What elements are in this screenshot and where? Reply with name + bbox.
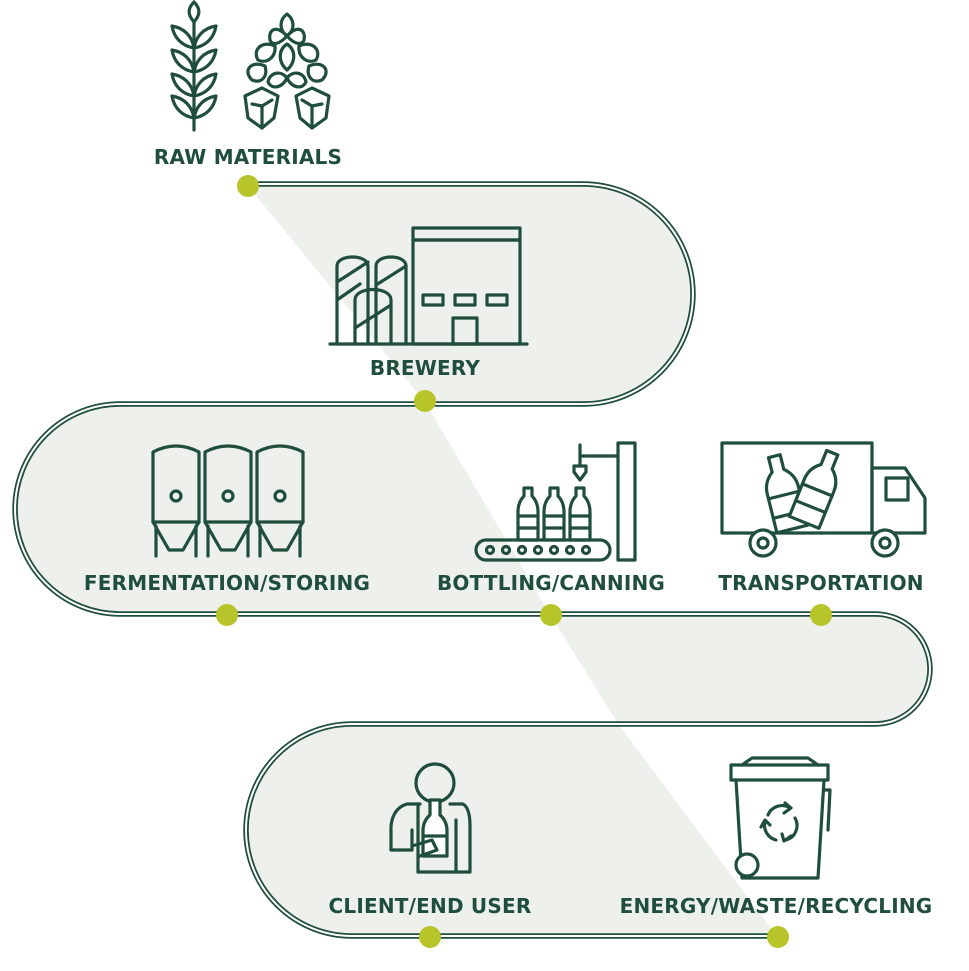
wheat-and-hops-icon <box>170 0 331 132</box>
person-with-bottle-icon <box>389 762 472 874</box>
shade-band-4 <box>244 722 778 938</box>
brewery-building-icon <box>328 226 529 346</box>
tank-1 <box>151 444 201 558</box>
label-client-end-user: CLIENT/END USER <box>329 894 532 918</box>
process-track <box>12 181 933 939</box>
stage-dot-transportation <box>810 604 832 626</box>
stage-labels: RAW MATERIALS BREWERY FERMENTATION/STORI… <box>84 145 933 918</box>
stage-dot-bottling-canning <box>540 604 562 626</box>
shade-band-3 <box>551 616 928 722</box>
bottling-line-icon <box>474 441 637 562</box>
tank-2 <box>203 444 253 558</box>
shade-band-2 <box>13 402 551 616</box>
stage-dot-fermentation-storing <box>216 604 238 626</box>
recycling-bin-icon <box>729 756 832 880</box>
stage-dot-raw-materials <box>237 175 259 197</box>
stage-dot-brewery <box>414 390 436 412</box>
label-raw-materials: RAW MATERIALS <box>154 145 342 169</box>
tank-3 <box>255 444 305 558</box>
delivery-truck-icon <box>720 441 927 558</box>
shaded-regions <box>13 186 928 938</box>
fermentation-tanks-icon <box>151 444 305 558</box>
label-energy-waste-recycling: ENERGY/WASTE/RECYCLING <box>620 894 933 918</box>
label-bottling-canning: BOTTLING/CANNING <box>437 571 665 595</box>
label-transportation: TRANSPORTATION <box>718 571 923 595</box>
label-brewery: BREWERY <box>370 356 481 380</box>
label-fermentation-storing: FERMENTATION/STORING <box>84 571 370 595</box>
stage-dot-energy-waste-recycling <box>767 926 789 948</box>
stage-dots <box>216 175 832 948</box>
stage-dot-client-end-user <box>419 926 441 948</box>
track-line-gap <box>14 183 931 937</box>
